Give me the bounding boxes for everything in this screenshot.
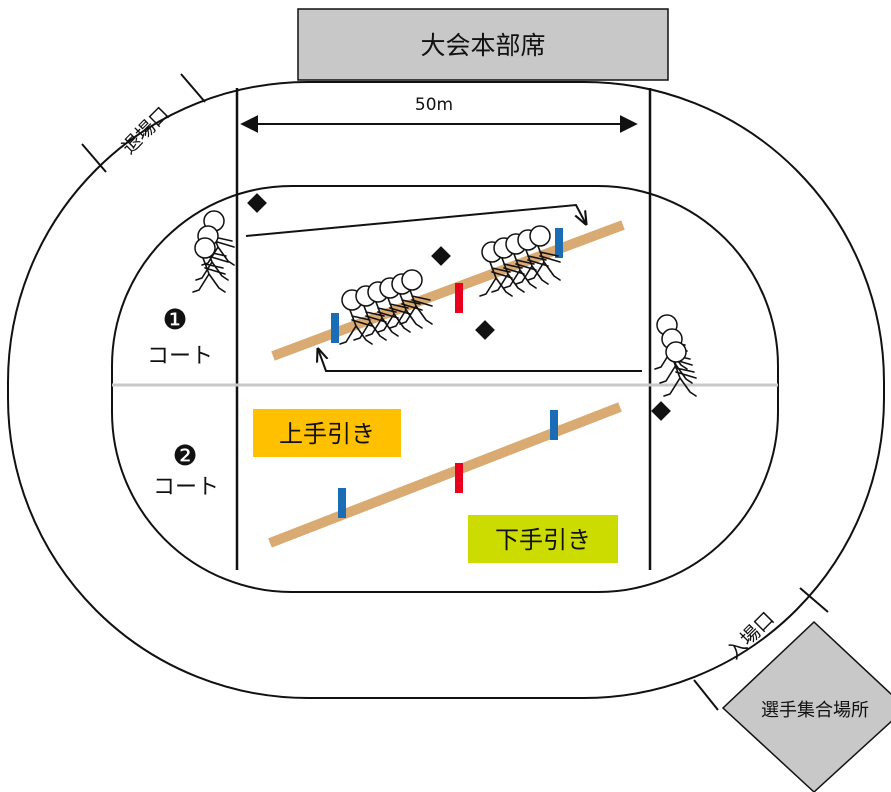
court1-center-mark	[455, 283, 463, 313]
assembly-area	[721, 620, 891, 792]
entry-path-arrow	[245, 203, 586, 237]
court2-center-mark	[455, 463, 463, 493]
court2-label: コート	[153, 475, 219, 500]
court2-number: ❷	[172, 439, 197, 472]
hq-box	[297, 8, 669, 81]
inner-field	[111, 185, 779, 593]
distance-label: 50m	[415, 95, 453, 115]
court2-side-mark-left	[338, 488, 346, 518]
referee-marker	[651, 401, 671, 421]
assembly-label: 選手集合場所	[761, 700, 869, 721]
court1-number: ❶	[162, 303, 187, 336]
court2-rope	[268, 402, 622, 548]
court1-side-mark-right	[555, 228, 563, 258]
underhand-label: 下手引き	[495, 526, 591, 554]
referee-marker	[475, 320, 495, 340]
referee-marker	[431, 246, 451, 266]
underhand-badge	[468, 515, 618, 563]
hq-label: 大会本部席	[420, 31, 545, 60]
court2-side-mark-right	[550, 410, 558, 440]
overhand-badge	[253, 409, 401, 457]
court1-label: コート	[147, 344, 213, 369]
overhand-label: 上手引き	[279, 420, 375, 448]
referee-marker	[247, 193, 267, 213]
exit-path-arrow	[318, 349, 642, 372]
court1-side-mark-left	[331, 313, 339, 343]
